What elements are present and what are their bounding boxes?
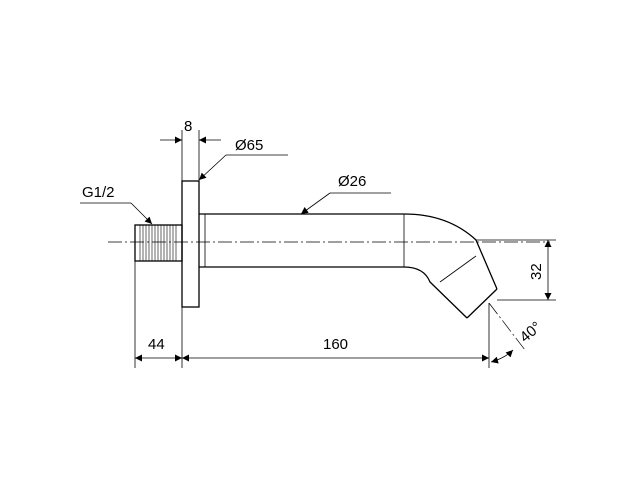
thread-label: G1/2 [82, 184, 115, 201]
spout-length-label: 160 [323, 336, 348, 353]
flange-diameter-leader: Ø65 [198, 137, 288, 181]
height-dimension: 32 [476, 239, 556, 301]
height-label: 32 [528, 263, 545, 280]
angle-label: 40° [517, 318, 545, 346]
thickness-label: 8 [184, 118, 192, 135]
spout-diameter-label: Ø26 [338, 173, 366, 190]
thread-length-label: 44 [148, 336, 165, 353]
thread-leader: G1/2 [80, 184, 153, 225]
angle-dimension: 40° [488, 302, 545, 368]
length-dimensions: 44 160 [134, 261, 489, 368]
spout-diameter-leader: Ø26 [300, 173, 391, 215]
wall-flange [181, 180, 200, 308]
flange-diameter-label: Ø65 [235, 137, 263, 154]
thread-hatching [139, 225, 177, 261]
thickness-dimension: 8 [160, 118, 221, 181]
spout-body [199, 213, 498, 319]
threaded-connector [134, 224, 183, 262]
